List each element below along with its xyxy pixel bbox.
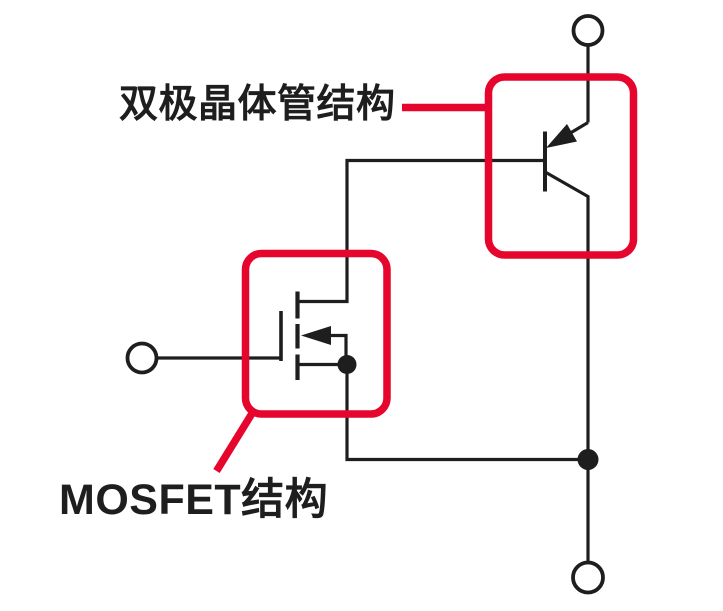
wire-collector-down <box>545 171 590 562</box>
mosfet-body-lead <box>329 333 348 363</box>
junction-dot-source-body <box>337 355 357 374</box>
terminal-bottom-circle <box>571 560 605 595</box>
bipolar-highlight-box <box>484 73 638 259</box>
pnp-transistor-symbol <box>543 124 577 192</box>
mosfet-pointer-line <box>213 411 256 473</box>
bjt-emitter-arrow-icon <box>546 124 577 148</box>
junction-dot-emitter-node <box>577 449 599 470</box>
mosfet-highlight-box <box>241 249 391 418</box>
bipolar-structure-label: 双极晶体管结构 <box>119 83 396 126</box>
terminal-left-circle <box>125 341 159 375</box>
wire-base-to-drain-link <box>297 158 547 304</box>
terminal-top-circle <box>571 14 605 47</box>
wire-source-bottom-run <box>345 362 588 462</box>
wires <box>156 45 590 562</box>
mosfet-structure-label: MOSFET结构 <box>59 476 329 524</box>
mosfet-body-arrow-icon <box>301 326 331 345</box>
n-channel-mosfet-symbol <box>279 291 348 380</box>
